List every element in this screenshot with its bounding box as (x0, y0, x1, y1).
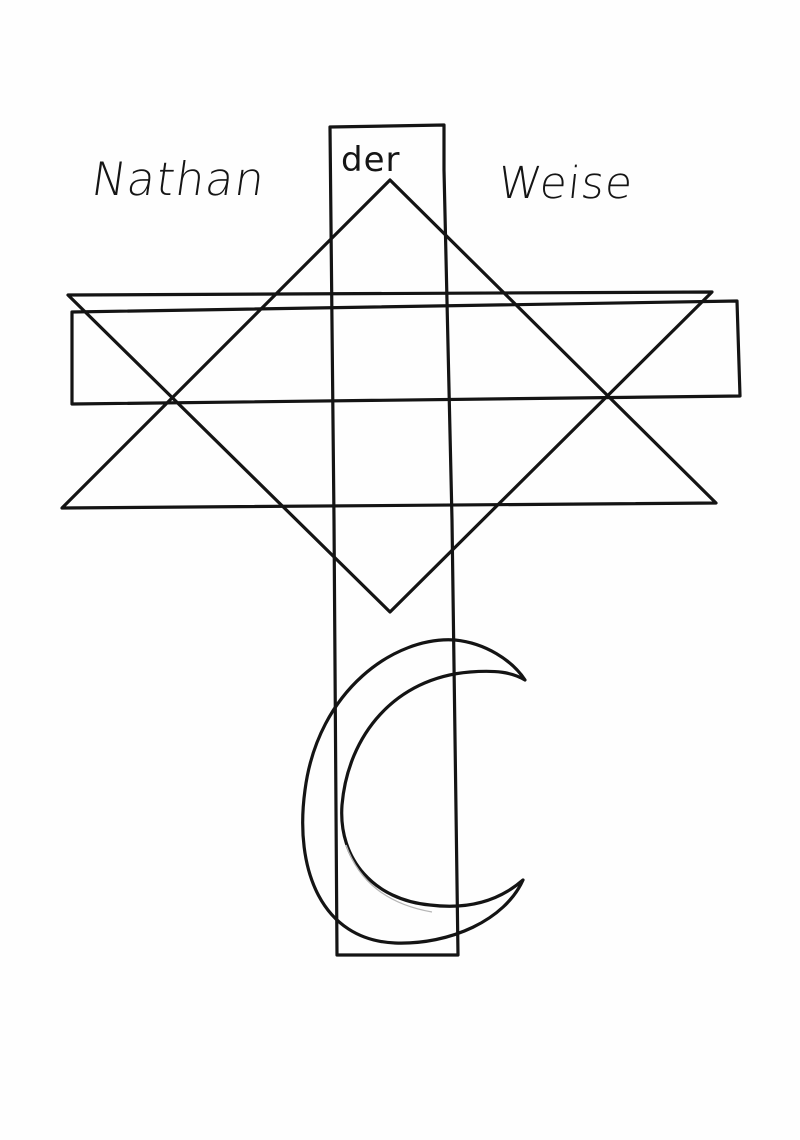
cross-vertical-bar (328, 123, 460, 957)
title-word-middle: der (341, 140, 401, 180)
title-word-right: Weise (495, 158, 636, 209)
cross-horizontal-bar (70, 299, 742, 406)
star-triangle-up (60, 178, 718, 510)
pencil-guide-line (345, 844, 433, 913)
star-triangle-down (66, 290, 714, 614)
crescent-moon (301, 638, 527, 945)
title-word-left: Nathan (88, 152, 269, 206)
